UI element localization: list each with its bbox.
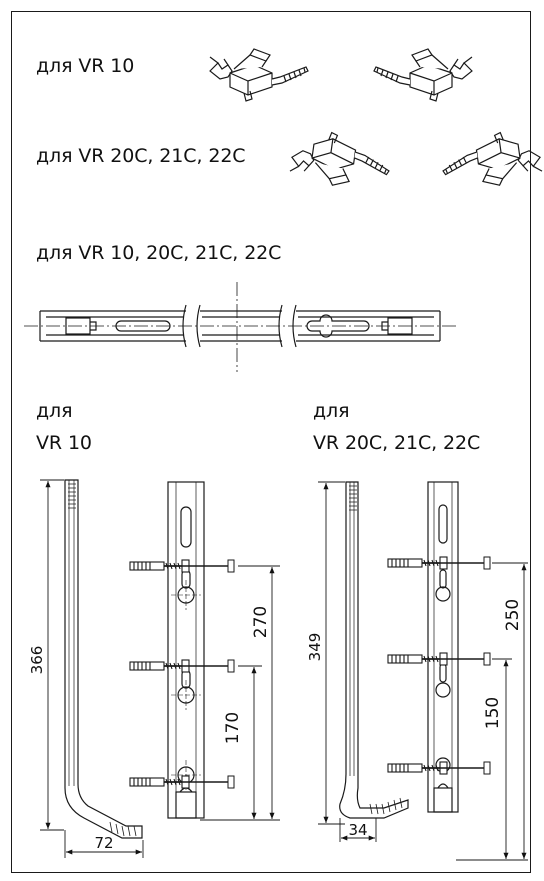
label-right-1: для — [313, 400, 350, 422]
label-left-2: VR 10 — [36, 432, 92, 454]
mounting-rail — [24, 282, 456, 372]
right-dimension-lines — [318, 481, 528, 861]
label-rail: для VR 10, 20C, 21C, 22C — [36, 242, 282, 264]
clamp-vr10-right — [373, 48, 473, 102]
left-dimension-lines — [40, 479, 280, 858]
right-front-bracket — [427, 481, 459, 813]
label-right-2: VR 20C, 21C, 22C — [313, 432, 481, 454]
dim-left-upper: 270 — [251, 606, 271, 638]
dim-right-height: 349 — [306, 633, 324, 662]
dim-left-width: 72 — [94, 834, 113, 852]
label-left-1: для — [36, 400, 73, 422]
left-side-profile — [64, 479, 143, 839]
clamp-vr10-left — [209, 48, 309, 102]
dim-right-upper: 250 — [503, 599, 523, 631]
clamp-vr20-left — [288, 126, 394, 194]
dim-left-lower: 170 — [223, 712, 243, 744]
dim-right-lower: 150 — [483, 697, 503, 729]
border-frame — [11, 11, 531, 873]
left-anchors — [129, 559, 235, 789]
dim-right-width: 34 — [348, 821, 367, 839]
label-vr10: для VR 10 — [36, 55, 135, 77]
dim-left-height: 366 — [28, 646, 46, 675]
clamp-vr20-right — [438, 126, 544, 194]
right-anchors — [387, 556, 491, 775]
left-front-bracket — [167, 481, 205, 819]
right-side-profile — [339, 481, 409, 819]
label-vr20: для VR 20C, 21C, 22C — [36, 145, 246, 167]
